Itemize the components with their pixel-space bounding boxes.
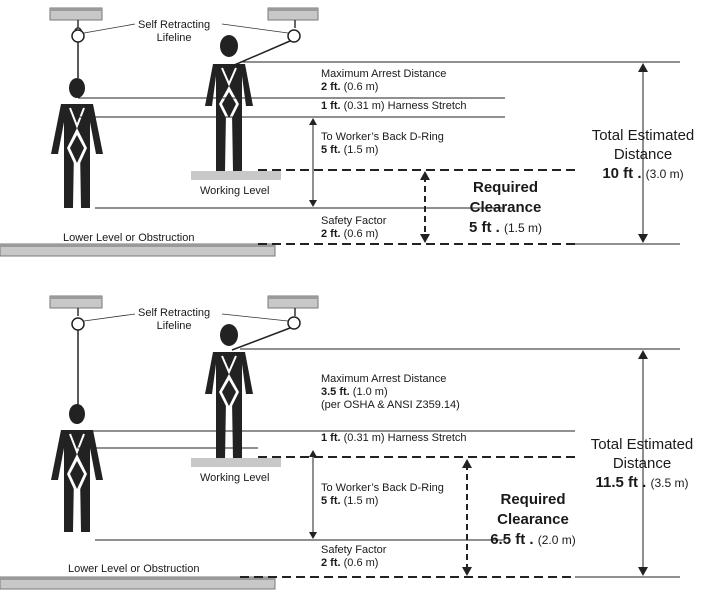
top-diagram-graphics [0,7,680,257]
harness-stretch-label: 1 ft. (0.31 m) Harness Stretch [321,432,467,445]
lower-level-label: Lower Level or Obstruction [68,563,200,575]
max-arrest-label: Maximum Arrest Distance 3.5 ft. (1.0 m) … [321,373,460,412]
max-arrest-title: Maximum Arrest Distance [321,68,447,80]
srl-device-right [287,29,301,43]
srl-label-line2: Lifeline [156,320,192,332]
req-ft: 5 ft . [468,219,500,236]
harness-rest: (0.31 m) Harness Stretch [343,432,467,444]
safety-ft: 2 ft. [321,557,341,569]
dring-m: (1.5 m) [343,495,379,507]
max-arrest-m: (1.0 m) [352,386,388,398]
max-arrest-title: Maximum Arrest Distance [321,373,447,385]
safety-factor-label: Safety Factor 2 ft. (0.6 m) [321,215,386,241]
anchor-beam-right [267,295,319,309]
harness-ft: 1 ft. [321,432,341,444]
worker-suspended-figure [51,78,103,208]
req-m: (2.0 m) [537,533,576,547]
harness-rest: (0.31 m) Harness Stretch [343,100,467,112]
req-line2: Clearance [469,199,542,216]
srl-device-left [71,29,85,43]
req-line1: Required [472,179,538,196]
safety-m: (0.6 m) [343,557,379,569]
dimension-arrow-required-clearance [420,171,430,243]
working-level-label: Working Level [200,185,270,197]
dring-title: To Worker’s Back D-Ring [321,131,444,143]
safety-title: Safety Factor [321,215,387,227]
dring-label: To Worker’s Back D-Ring 5 ft. (1.5 m) [321,131,444,157]
max-arrest-ft: 2 ft. [321,81,341,93]
total-line2: Distance [612,455,672,472]
srl-leader-right [221,313,289,322]
srl-leader-right [221,23,289,34]
working-level-label: Working Level [200,472,270,484]
dring-label: To Worker’s Back D-Ring 5 ft. (1.5 m) [321,482,444,508]
srl-leader-left [83,313,136,322]
working-level-platform [191,171,281,180]
total-line1: Total Estimated [591,127,695,144]
safety-title: Safety Factor [321,544,387,556]
max-arrest-note: (per OSHA & ANSI Z359.14) [321,399,460,411]
dring-ft: 5 ft. [321,144,341,156]
req-m: (1.5 m) [504,221,543,235]
srl-label-line2: Lifeline [156,32,192,44]
worker-standing-figure [205,35,253,172]
total-estimated-label: Total Estimated Distance 10 ft . (3.0 m) [580,126,706,184]
req-line2: Clearance [497,511,569,528]
total-line1: Total Estimated [590,436,694,453]
srl-label: Self Retracting Lifeline [138,307,210,333]
anchor-beam-left [49,7,103,21]
max-arrest-ft: 3.5 ft. [321,386,350,398]
worker-suspended-figure [51,404,103,532]
srl-label: Self Retracting Lifeline [138,19,210,45]
safety-ft: 2 ft. [321,228,341,240]
srl-leader-left [83,23,136,34]
max-arrest-m: (0.6 m) [343,81,379,93]
anchor-beam-right [267,7,319,21]
total-estimated-label: Total Estimated Distance 11.5 ft . (3.5 … [578,435,706,493]
required-clearance-label: Required Clearance 5 ft . (1.5 m) [453,178,558,238]
req-line1: Required [500,491,566,508]
dring-m: (1.5 m) [343,144,379,156]
anchor-beam-left [49,295,103,309]
diagram-panel-bottom: Self Retracting Lifeline Maximum Arrest … [0,290,707,600]
srl-label-line1: Self Retracting [138,307,211,319]
lower-level-slab [0,576,276,590]
diagram-panel-top: Self Retracting Lifeline Maximum Arrest … [0,0,707,292]
dimension-arrow-total [638,350,648,576]
max-arrest-label: Maximum Arrest Distance 2 ft. (0.6 m) [321,68,446,94]
total-ft: 10 ft . [602,165,642,182]
bottom-diagram-graphics [0,295,680,590]
required-clearance-label: Required Clearance 6.5 ft . (2.0 m) [478,490,588,550]
dring-title: To Worker’s Back D-Ring [321,482,444,494]
srl-label-line1: Self Retracting [138,19,211,31]
working-level-platform [191,458,281,467]
dimension-arrow-dring [309,450,317,539]
harness-stretch-label: 1 ft. (0.31 m) Harness Stretch [321,100,467,113]
harness-ft: 1 ft. [321,100,341,112]
dimension-arrow-dring [309,118,317,207]
total-ft: 11.5 ft . [595,474,647,491]
srl-device-right [287,316,301,330]
req-ft: 6.5 ft . [490,531,534,548]
safety-factor-label: Safety Factor 2 ft. (0.6 m) [321,544,386,570]
lower-level-slab [0,243,276,257]
total-m: (3.0 m) [645,167,684,181]
dimension-arrow-total [638,63,648,243]
lower-level-label: Lower Level or Obstruction [63,232,195,244]
lifeline-right [231,327,291,351]
dring-ft: 5 ft. [321,495,341,507]
dimension-arrow-required-clearance [462,459,472,576]
total-line2: Distance [613,146,673,163]
worker-standing-figure [205,324,253,460]
safety-m: (0.6 m) [343,228,379,240]
srl-device-left [71,317,85,331]
total-m: (3.5 m) [650,476,689,490]
